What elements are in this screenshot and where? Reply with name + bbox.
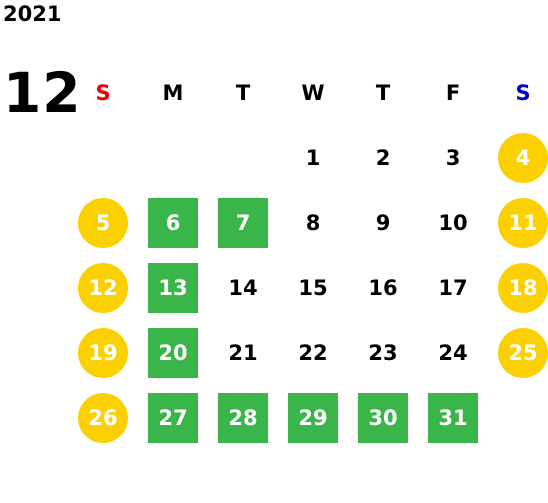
day-cell[interactable]: 24 — [418, 320, 488, 385]
day-cell[interactable]: 12 — [68, 255, 138, 320]
day-cell[interactable]: 22 — [278, 320, 348, 385]
day-number: 14 — [228, 275, 258, 300]
day-number: 3 — [445, 145, 461, 170]
highlighted-day: 7 — [218, 197, 268, 248]
day-cell[interactable]: 21 — [208, 320, 278, 385]
weekday-header-saturday: S — [515, 80, 531, 105]
day-number: 10 — [438, 210, 468, 235]
day-cell[interactable]: 8 — [278, 190, 348, 255]
highlighted-day: 27 — [148, 392, 198, 443]
weekend-day: 11 — [498, 197, 548, 248]
day-cell[interactable]: 3 — [418, 125, 488, 190]
day-cell[interactable]: 30 — [348, 385, 418, 450]
highlighted-day: 31 — [428, 392, 478, 443]
day-number: 21 — [228, 340, 258, 365]
weekend-day: 19 — [78, 327, 128, 378]
year-label: 2021 — [3, 2, 62, 26]
day-number: 1 — [305, 145, 321, 170]
day-cell[interactable]: 5 — [68, 190, 138, 255]
day-cell[interactable]: 18 — [488, 255, 548, 320]
day-number: 16 — [368, 275, 398, 300]
weekend-day: 4 — [498, 132, 548, 183]
weekday-header-tuesday: T — [235, 80, 251, 105]
day-cell[interactable]: 9 — [348, 190, 418, 255]
highlighted-day: 30 — [358, 392, 408, 443]
day-cell[interactable]: 26 — [68, 385, 138, 450]
month-number: 12 — [3, 61, 82, 125]
empty-cell — [68, 125, 138, 190]
day-cell[interactable]: 28 — [208, 385, 278, 450]
day-cell[interactable]: 6 — [138, 190, 208, 255]
day-cell[interactable]: 7 — [208, 190, 278, 255]
weekend-day: 26 — [78, 392, 128, 443]
weekday-header-monday: M — [162, 80, 184, 105]
day-number: 9 — [375, 210, 391, 235]
day-cell[interactable]: 10 — [418, 190, 488, 255]
day-number: 15 — [298, 275, 328, 300]
day-cell[interactable]: 27 — [138, 385, 208, 450]
day-cell[interactable]: 4 — [488, 125, 548, 190]
day-cell[interactable]: 16 — [348, 255, 418, 320]
day-number: 22 — [298, 340, 328, 365]
day-number: 2 — [375, 145, 391, 170]
day-cell[interactable]: 31 — [418, 385, 488, 450]
day-cell[interactable]: 29 — [278, 385, 348, 450]
day-cell[interactable]: 23 — [348, 320, 418, 385]
weekend-day: 5 — [78, 197, 128, 248]
highlighted-day: 28 — [218, 392, 268, 443]
day-number: 24 — [438, 340, 468, 365]
day-cell[interactable]: 20 — [138, 320, 208, 385]
weekday-header-thursday: T — [375, 80, 391, 105]
day-number: 23 — [368, 340, 398, 365]
empty-cell — [488, 385, 548, 450]
weekday-header-wednesday: W — [301, 80, 325, 105]
day-cell[interactable]: 2 — [348, 125, 418, 190]
day-cell[interactable]: 11 — [488, 190, 548, 255]
weekday-header-sunday: S — [95, 80, 111, 105]
day-cell[interactable]: 1 — [278, 125, 348, 190]
weekend-day: 18 — [498, 262, 548, 313]
weekday-header-friday: F — [445, 80, 461, 105]
day-cell[interactable]: 19 — [68, 320, 138, 385]
highlighted-day: 13 — [148, 262, 198, 313]
empty-cell — [208, 125, 278, 190]
day-number: 17 — [438, 275, 468, 300]
day-cell[interactable]: 15 — [278, 255, 348, 320]
empty-cell — [138, 125, 208, 190]
highlighted-day: 6 — [148, 197, 198, 248]
day-cell[interactable]: 13 — [138, 255, 208, 320]
highlighted-day: 20 — [148, 327, 198, 378]
weekend-day: 25 — [498, 327, 548, 378]
day-number: 8 — [305, 210, 321, 235]
weekend-day: 12 — [78, 262, 128, 313]
day-cell[interactable]: 17 — [418, 255, 488, 320]
highlighted-day: 29 — [288, 392, 338, 443]
day-cell[interactable]: 25 — [488, 320, 548, 385]
day-cell[interactable]: 14 — [208, 255, 278, 320]
